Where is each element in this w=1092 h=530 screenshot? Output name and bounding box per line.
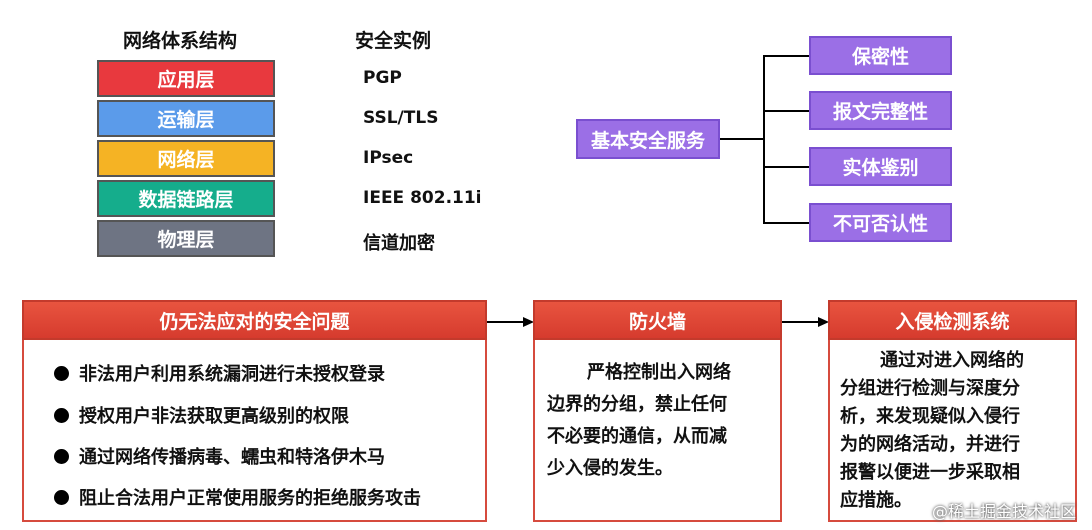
layer-physical: 物理层: [97, 220, 275, 257]
tree-branch: [763, 222, 809, 224]
layer-datalink: 数据链路层: [97, 180, 275, 217]
layer-application: 应用层: [97, 60, 275, 97]
service-integrity: 报文完整性: [809, 91, 952, 130]
tree-connector: [720, 138, 764, 140]
firewall-title: 防火墙: [533, 300, 782, 340]
issue-item: 授权用户非法获取更高级别的权限: [54, 402, 349, 428]
arrow-right-icon: [782, 317, 829, 327]
tree-trunk: [763, 55, 765, 224]
issue-item: 通过网络传播病毒、蠕虫和特洛伊木马: [54, 443, 385, 469]
bullet-icon: [54, 365, 69, 381]
tree-branch: [763, 55, 809, 57]
service-root: 基本安全服务: [576, 119, 720, 159]
ids-description: 通过对进入网络的 分组进行检测与深度分 析，来发现疑似入侵行 为的网络活动，并进…: [840, 350, 1024, 511]
example-datalink: IEEE 802.11i: [363, 188, 482, 208]
layer-network: 网络层: [97, 140, 275, 177]
arrow-right-icon: [487, 317, 534, 327]
bullet-icon: [54, 489, 69, 505]
tree-branch: [763, 110, 809, 112]
service-nonrepudiation: 不可否认性: [809, 203, 952, 242]
issue-item: 阻止合法用户正常使用服务的拒绝服务攻击: [54, 484, 421, 510]
watermark: @稀土掘金技术社区: [931, 502, 1076, 521]
issues-title: 仍无法应对的安全问题: [22, 300, 487, 340]
service-confidentiality: 保密性: [809, 36, 952, 75]
examples-header: 安全实例: [355, 30, 432, 52]
firewall-description: 严格控制出入网络 边界的分组，禁止任何 不必要的通信，从而减 少入侵的发生。: [547, 362, 731, 479]
ids-title: 入侵检测系统: [828, 300, 1077, 340]
example-transport: SSL/TLS: [363, 108, 439, 128]
example-network: IPsec: [363, 148, 414, 168]
layer-transport: 运输层: [97, 100, 275, 137]
example-physical: 信道加密: [363, 233, 435, 254]
tree-branch: [763, 166, 809, 168]
example-application: PGP: [363, 68, 402, 88]
layers-header: 网络体系结构: [123, 30, 238, 52]
bullet-icon: [54, 407, 69, 423]
ids-panel: 入侵检测系统 通过对进入网络的 分组进行检测与深度分 析，来发现疑似入侵行 为的…: [828, 300, 1077, 522]
issue-item: 非法用户利用系统漏洞进行未授权登录: [54, 360, 385, 386]
issues-panel: 仍无法应对的安全问题 非法用户利用系统漏洞进行未授权登录 授权用户非法获取更高级…: [22, 300, 487, 522]
firewall-panel: 防火墙 严格控制出入网络 边界的分组，禁止任何 不必要的通信，从而减 少入侵的发…: [533, 300, 782, 522]
bullet-icon: [54, 448, 69, 464]
service-authentication: 实体鉴别: [809, 147, 952, 186]
